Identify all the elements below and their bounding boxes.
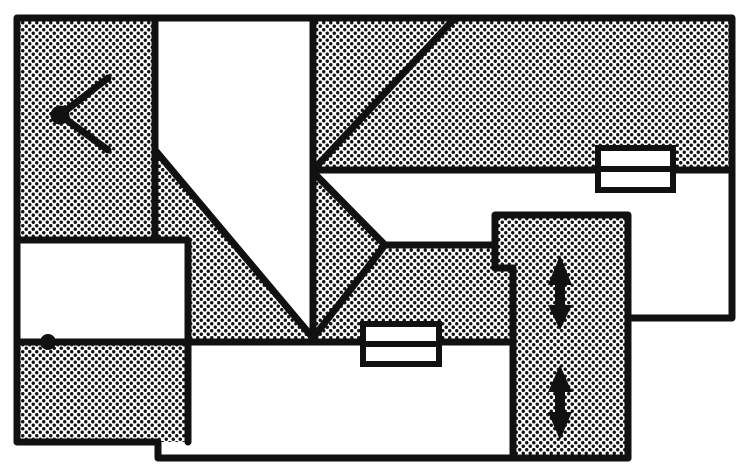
wall-lines	[13, 14, 736, 462]
double-arrow-vertical-icon	[548, 365, 572, 440]
double-arrow-vertical-icon	[548, 255, 572, 330]
wall-marker	[40, 334, 56, 350]
region-white-strip	[155, 18, 313, 335]
rectangular-opening-icon	[360, 321, 442, 367]
region-white-left-mid	[17, 240, 188, 342]
rectangular-opening-icon	[595, 145, 676, 193]
region-center	[313, 172, 510, 342]
region-white-right-mid	[313, 170, 732, 318]
region-top-left	[17, 18, 155, 240]
region-white-bottom	[158, 342, 513, 458]
chevron-left-icon	[50, 74, 112, 154]
region-bottom-left	[17, 342, 188, 442]
region-right-column	[495, 215, 628, 458]
